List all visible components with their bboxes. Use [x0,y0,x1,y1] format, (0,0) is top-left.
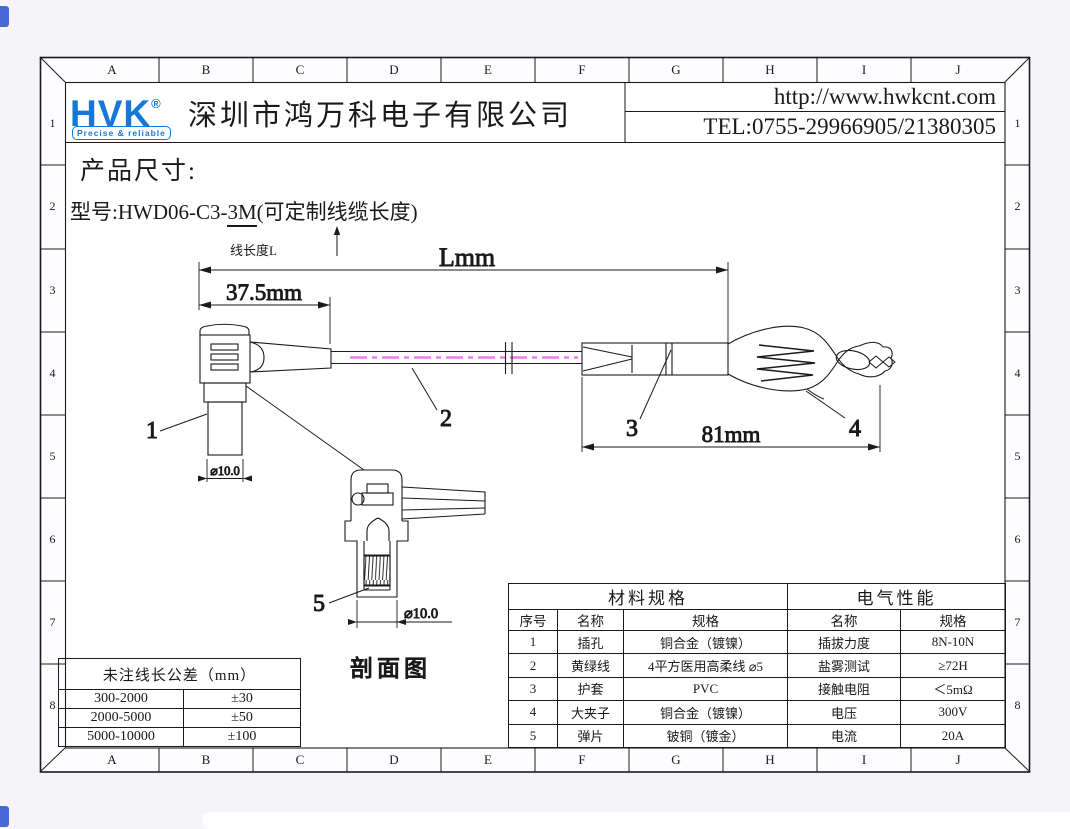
table-row: 2000-5000±50 [58,708,301,728]
grid-row-1: 1 [49,116,56,130]
viewer-bottom-bar[interactable] [202,812,1070,829]
callout-3: 3 [626,416,638,442]
alligator-clip [727,325,896,400]
grid-col-c-bottom: C [295,752,305,767]
tolerance-table: 未注线长公差（mm） 300-2000±30 2000-5000±50 5000… [58,658,301,747]
spec-header-row: 序号 名称 规格 名称 规格 [508,609,1006,631]
dimension-plug-length: 37.5mm [199,280,331,344]
material-spec-title: 材料规格 [508,583,788,610]
grid-row-5-right: 5 [1014,449,1021,463]
section-coil-contact [363,555,391,586]
grid-col-g: G [671,62,681,77]
grid-row-8: 8 [49,698,56,712]
callout-1: 1 [146,418,158,444]
section-view [245,385,486,598]
grid-col-g-bottom: G [671,752,681,767]
cable-length-note: 线长度L [230,243,277,258]
viewer-artifact-bottom-left [0,806,9,827]
grid-row-3-right: 3 [1014,283,1021,297]
left-plug [199,323,332,456]
dimension-plug-diameter: ⌀10.0 [198,459,252,482]
company-phone: TEL:0755-29966905/21380305 [703,114,996,139]
grid-row-1-right: 1 [1014,116,1021,130]
svg-text:⌀10.0: ⌀10.0 [210,464,239,478]
callout-5: 5 [313,591,325,617]
grid-col-e-bottom: E [484,752,492,767]
model-length: 3M [227,200,257,227]
grid-row-2-right: 2 [1014,199,1021,213]
page-title: 产品尺寸: [80,158,197,185]
grid-col-f: F [578,62,586,77]
grid-row-5: 5 [49,449,56,463]
dimension-section-diameter: ⌀10.0 [348,600,452,628]
grid-row-4-right: 4 [1014,366,1021,380]
grid-col-i-bottom: I [861,752,867,767]
clip-spring [756,344,816,382]
grid-col-d: D [389,62,399,77]
model-length-arrow [333,226,341,256]
grid-col-d-bottom: D [389,752,399,767]
table-row: 5000-10000±100 [58,727,301,747]
grid-row-8-right: 8 [1014,698,1021,712]
grid-col-a-bottom: A [107,752,117,767]
registered-mark-icon: ® [151,96,162,111]
section-view-label: 剖面图 [350,656,431,681]
grid-col-a: A [107,62,117,77]
grid-row-3: 3 [49,283,56,297]
svg-text:81mm: 81mm [702,422,761,447]
grid-row-4: 4 [49,366,56,380]
dimension-total-length: Lmm [198,243,729,344]
electrical-spec-title: 电气性能 [787,583,1006,610]
table-row: 300-2000±30 [58,689,301,709]
cable [331,342,582,374]
model-number: 型号:HWD06-C3-3M(可定制线缆长度) [70,196,418,227]
grid-col-j: J [955,62,961,77]
grid-row-2: 2 [49,199,56,213]
grid-row-6-right: 6 [1014,532,1021,546]
right-boot [581,342,729,376]
grid-col-f-bottom: F [578,752,586,767]
model-prefix: 型号:HWD06-C3- [70,200,228,224]
logo-tagline: Precise & reliable [72,126,171,140]
viewer-artifact-top-left [0,6,9,27]
svg-text:⌀10.0: ⌀10.0 [404,606,438,622]
grid-col-h-bottom: H [765,752,775,767]
grid-row-6: 6 [49,532,56,546]
svg-text:Lmm: Lmm [439,243,495,272]
model-suffix: (可定制线缆长度) [256,200,418,224]
grid-col-c: C [295,62,305,77]
grid-col-h: H [765,62,775,77]
grid-col-e: E [484,62,492,77]
callouts: 1 2 3 4 5 [146,349,862,618]
callout-2: 2 [440,406,452,432]
callout-4: 4 [849,416,861,442]
tolerance-table-title: 未注线长公差（mm） [58,658,301,690]
company-website[interactable]: http://www.hwkcnt.com [773,84,996,109]
grid-row-7: 7 [49,615,56,629]
grid-col-b-bottom: B [201,752,211,767]
technical-drawing: Lmm 37.5mm ⌀10 [146,226,896,682]
svg-text:37.5mm: 37.5mm [226,280,302,305]
grid-col-b: B [201,62,211,77]
dimension-clip-length: 81mm [581,377,881,452]
grid-col-j-bottom: J [955,752,961,767]
company-name: 深圳市鸿万科电子有限公司 [188,100,573,132]
grid-row-7-right: 7 [1014,615,1021,629]
grid-col-i: I [861,62,867,77]
